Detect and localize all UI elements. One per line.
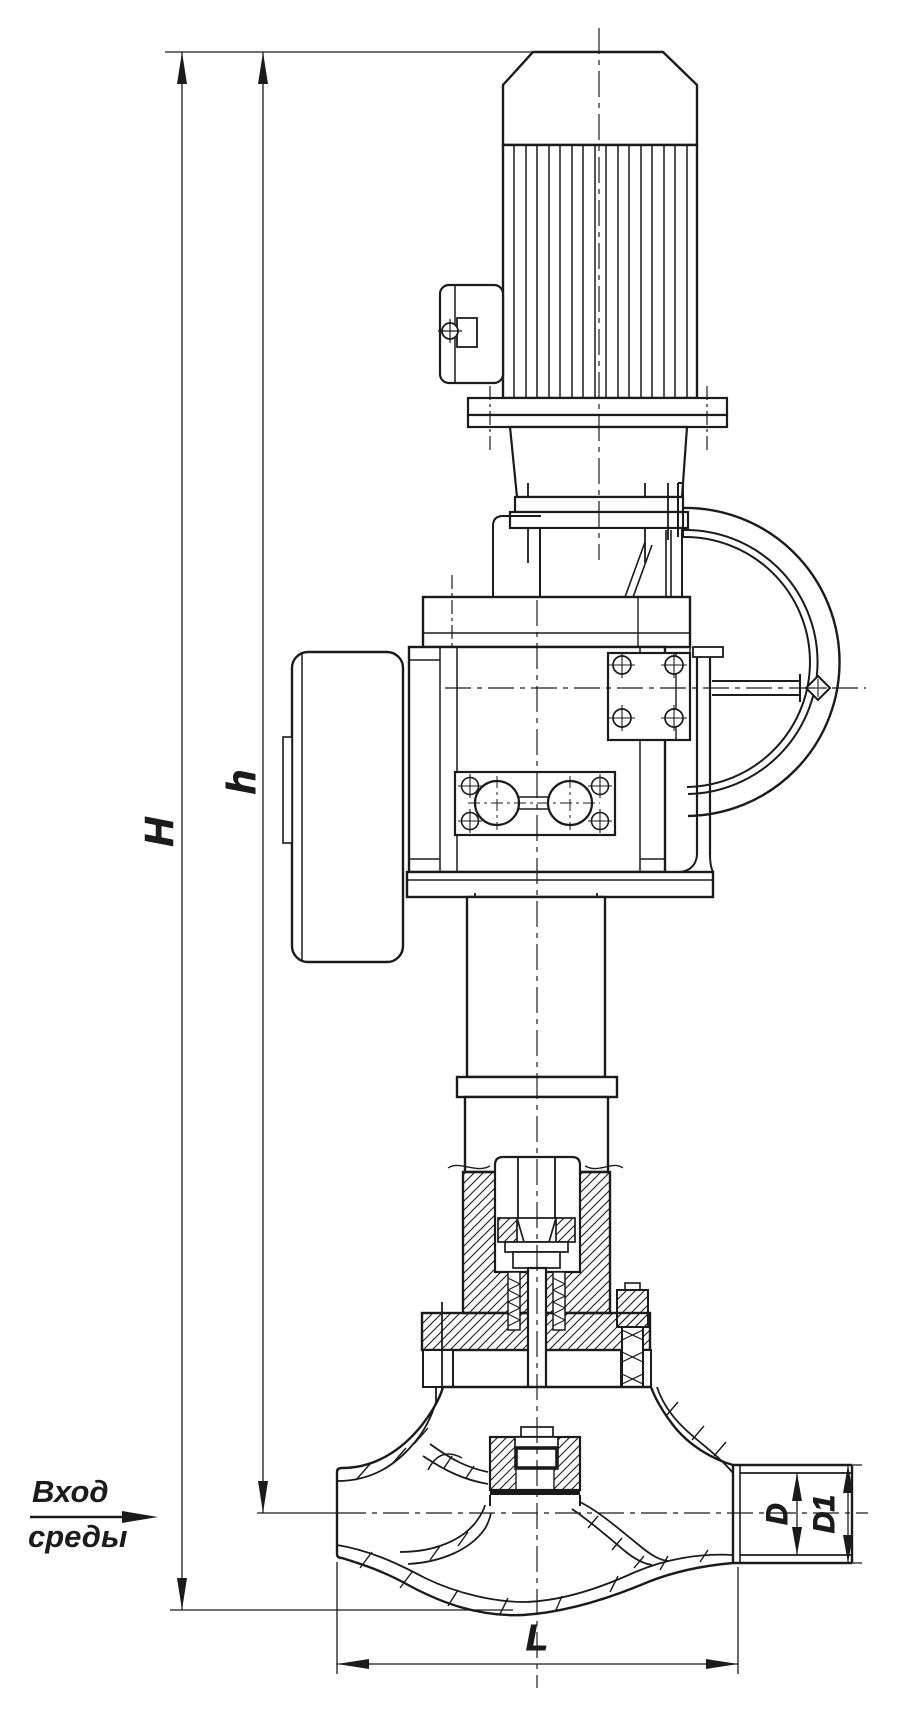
- dimension-label-h: h: [220, 770, 264, 794]
- electric-motor: [438, 50, 699, 400]
- arrowhead-icon: [792, 1473, 802, 1501]
- dimension-label-D: D: [761, 1503, 794, 1525]
- dimension-H: H: [138, 51, 535, 1611]
- motor-terminal-box: [438, 283, 505, 385]
- handwheel-shaft: [712, 674, 832, 702]
- arrowhead-icon: [258, 1481, 268, 1513]
- dimension-h: h: [220, 52, 340, 1514]
- position-indicator-window: [453, 770, 617, 837]
- valve-plug: [488, 1426, 582, 1492]
- arrowhead-icon: [177, 52, 187, 84]
- handwheel-bracket: [679, 646, 724, 873]
- electrical-connection-box: [282, 650, 405, 964]
- bonnet-side-stud: [616, 1282, 649, 1398]
- body-silhouette: [335, 1385, 735, 1617]
- arrowhead-icon: [177, 1578, 187, 1610]
- dimension-D1: D1: [808, 1464, 862, 1564]
- dimension-label-L: L: [526, 1617, 548, 1658]
- flow-direction-label: Вход среды: [28, 1474, 158, 1554]
- flow-arrow-icon: [122, 1511, 158, 1523]
- dimension-L: L: [336, 1562, 739, 1674]
- yoke-column: [447, 893, 624, 1174]
- dimension-label-H: H: [138, 816, 182, 846]
- packing-springs: [506, 1271, 567, 1331]
- arrowhead-icon: [706, 1659, 738, 1669]
- arrowhead-icon: [843, 1535, 853, 1563]
- handwheel: [606, 482, 841, 873]
- mounting-plate: [606, 651, 692, 742]
- arrowhead-icon: [337, 1659, 369, 1669]
- arrowhead-icon: [843, 1465, 853, 1493]
- motor-flange: [466, 386, 729, 452]
- dimension-D: D: [761, 1473, 802, 1555]
- motor-cooling-fins: [513, 145, 688, 398]
- outlet-pipe-end: [733, 1463, 854, 1565]
- arrowhead-icon: [258, 52, 268, 84]
- arrowhead-icon: [792, 1527, 802, 1555]
- valve-body: [335, 1385, 854, 1617]
- centerlines: [340, 28, 868, 1688]
- dimension-label-D1: D1: [808, 1495, 841, 1533]
- valve-seat: [489, 1490, 581, 1506]
- flow-label-line1: Вход: [32, 1474, 109, 1509]
- flow-label-line2: среды: [28, 1519, 127, 1554]
